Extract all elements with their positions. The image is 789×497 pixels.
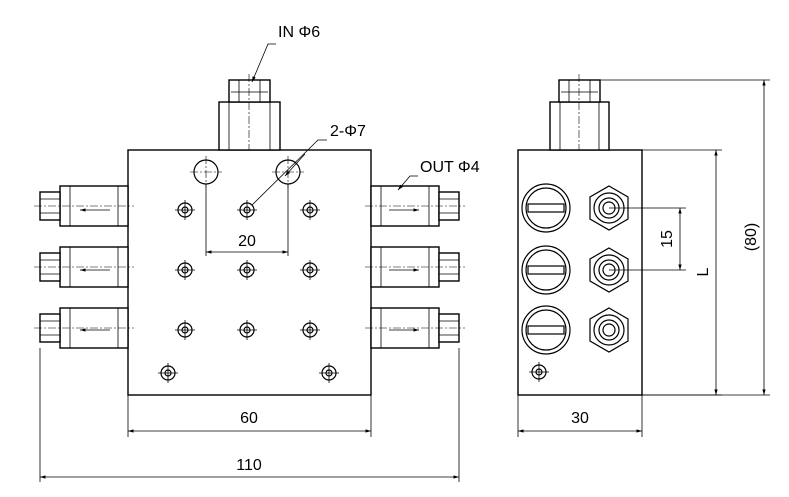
outlet-fitting-left-2 xyxy=(34,246,134,288)
screw xyxy=(175,260,195,280)
dim-overall-width xyxy=(39,348,460,482)
dim-height xyxy=(600,79,770,396)
screw xyxy=(175,200,195,220)
hex-outlet xyxy=(589,307,629,353)
plug xyxy=(521,305,571,355)
screw xyxy=(300,320,320,340)
right-outlet-fittings xyxy=(365,185,465,349)
side-view: 15 L (80) 30 xyxy=(517,74,770,437)
side-inlet-fitting xyxy=(549,74,610,151)
leader-lines xyxy=(251,43,418,206)
side-screw xyxy=(529,362,549,382)
inlet-label: IN Φ6 xyxy=(278,24,320,41)
dim-body-width-label: 60 xyxy=(240,410,258,427)
screw xyxy=(300,260,320,280)
screw xyxy=(237,320,257,340)
outlet-fitting-left-3 xyxy=(34,307,134,349)
inlet-fitting xyxy=(218,74,281,151)
screw xyxy=(319,363,339,383)
left-outlet-fittings xyxy=(34,185,134,349)
outlet-fitting-right-3 xyxy=(365,307,465,349)
holes-label: 2-Φ7 xyxy=(330,123,366,140)
dim-hole-spacing xyxy=(205,184,289,256)
dim-hole-spacing-label: 20 xyxy=(238,233,256,250)
outlet-label: OUT Φ4 xyxy=(420,159,480,176)
dim-side-width xyxy=(517,395,643,437)
dim-outlet-pitch xyxy=(609,207,686,271)
front-view: IN Φ6 2-Φ7 OUT Φ4 20 60 110 xyxy=(34,24,480,482)
outlet-fitting-right-1 xyxy=(365,185,465,227)
plug xyxy=(521,245,571,295)
dim-body-width xyxy=(127,395,372,437)
outlet-fitting-left-1 xyxy=(34,185,134,227)
dim-length-label: L xyxy=(695,267,712,276)
screw xyxy=(237,200,257,220)
dim-side-width-label: 30 xyxy=(571,410,589,427)
plug xyxy=(521,183,571,233)
screw xyxy=(237,260,257,280)
dim-outlet-pitch-label: 15 xyxy=(659,230,676,248)
screw xyxy=(158,363,178,383)
screw xyxy=(300,200,320,220)
mounting-screws xyxy=(158,200,339,383)
dim-height-label: (80) xyxy=(743,223,760,251)
outlet-fitting-right-2 xyxy=(365,246,465,288)
side-plugs xyxy=(521,183,571,355)
screw xyxy=(175,320,195,340)
dim-overall-width-label: 110 xyxy=(236,457,262,474)
